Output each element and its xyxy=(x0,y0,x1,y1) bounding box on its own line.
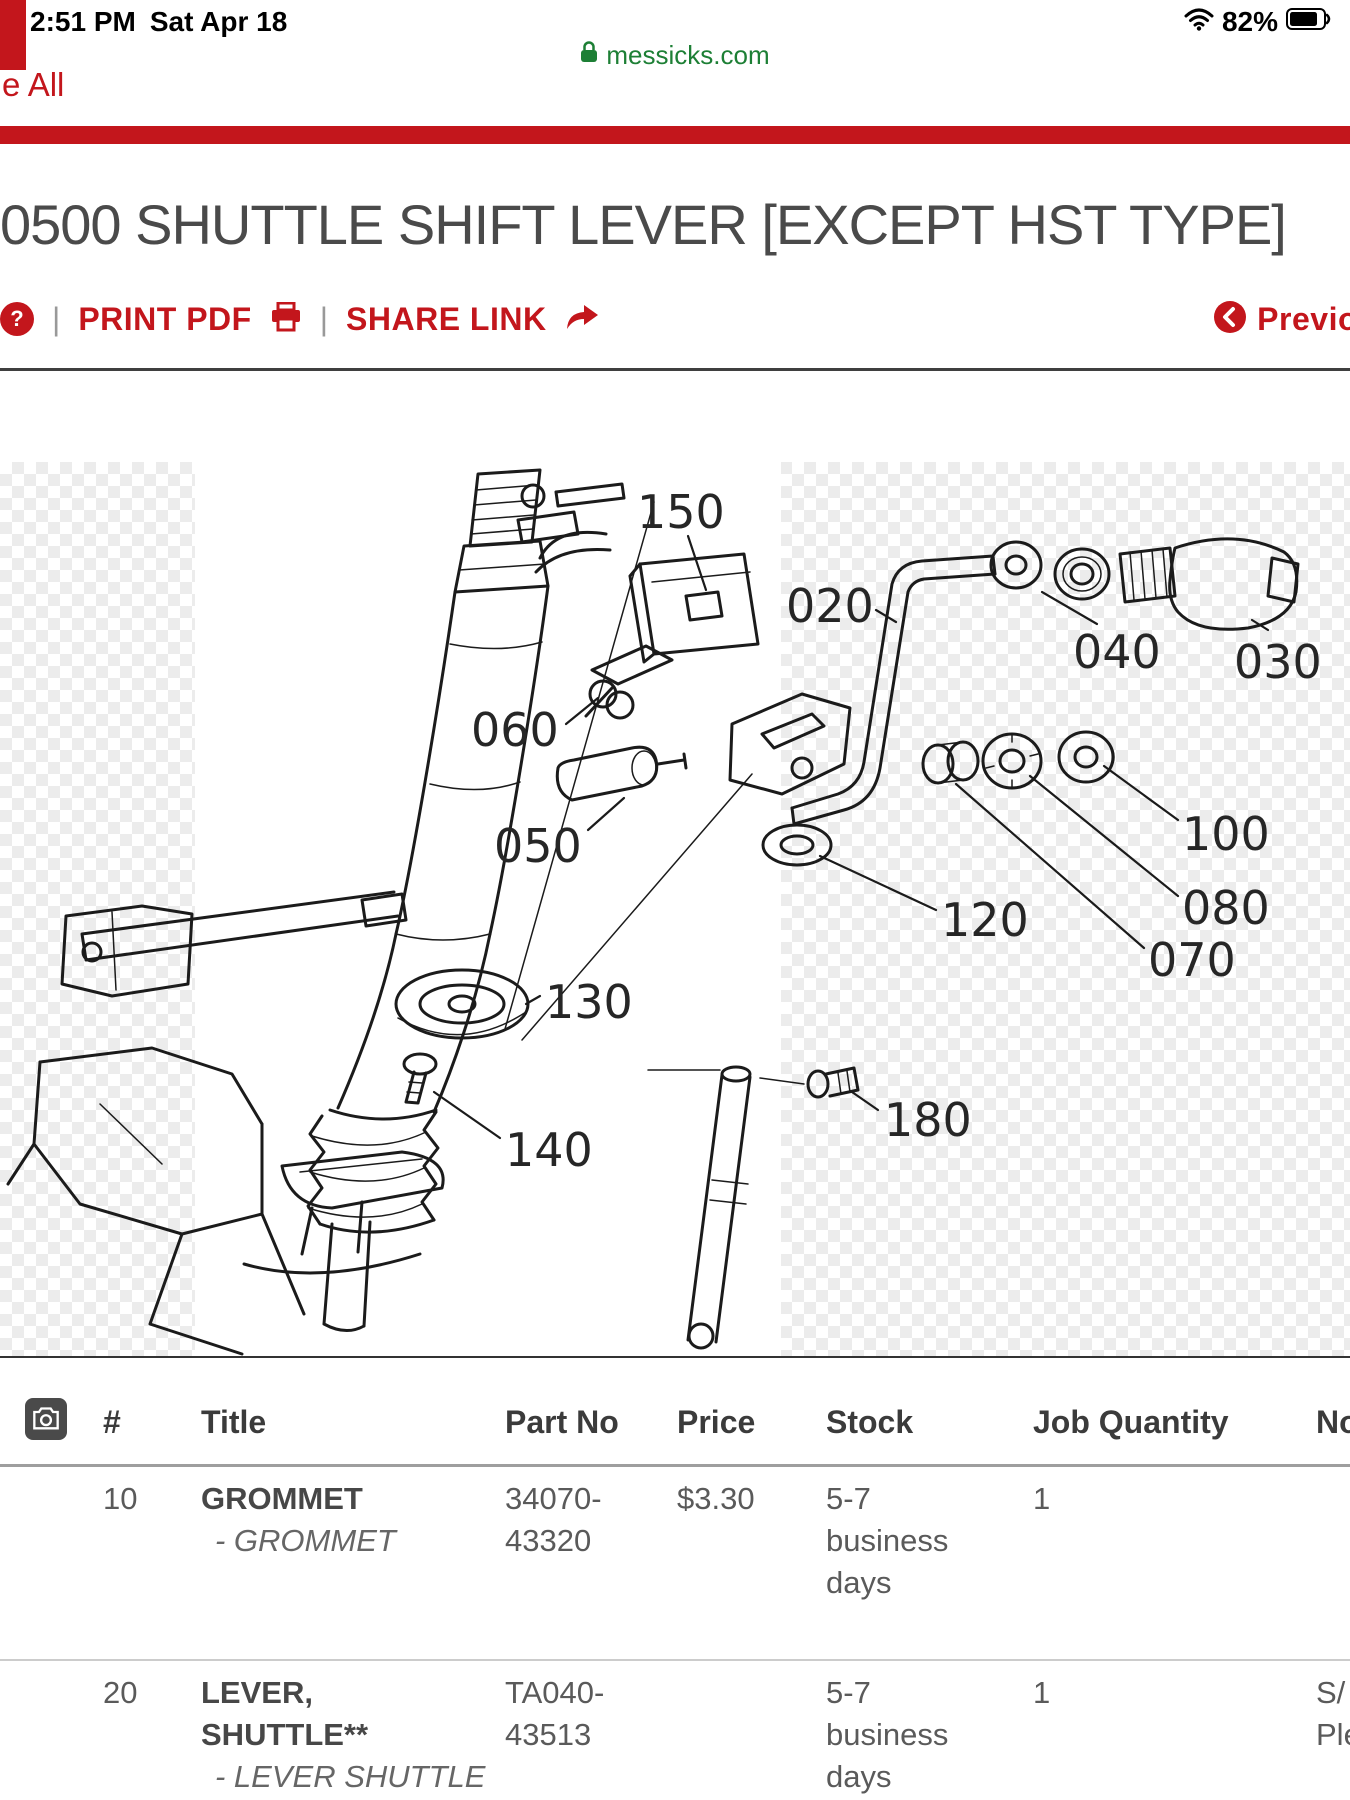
header-underline xyxy=(0,1464,1350,1467)
bolt-180 xyxy=(808,1068,858,1097)
callout-100: 100 xyxy=(1182,807,1270,861)
callout-labels: 150 020 040 030 060 050 100 080 120 070 … xyxy=(471,485,1322,1177)
callout-150: 150 xyxy=(637,485,725,539)
chassis-frame xyxy=(8,1048,443,1354)
spring-clip-060 xyxy=(586,646,672,718)
row-notes: S/ Ple xyxy=(1316,1672,1350,1756)
lever-knob-030 xyxy=(1120,539,1298,629)
previous-icon xyxy=(1213,300,1247,339)
section-divider xyxy=(0,368,1350,371)
row-stock: 5-7 business days xyxy=(826,1478,971,1604)
part-title[interactable]: LEVER, SHUTTLE** xyxy=(201,1672,386,1756)
header-price[interactable]: Price xyxy=(677,1404,755,1441)
battery-icon xyxy=(1286,6,1332,38)
part-subtitle: - GROMMET xyxy=(201,1520,396,1562)
status-date: Sat Apr 18 xyxy=(150,6,287,38)
header-stock[interactable]: Stock xyxy=(826,1404,913,1441)
previous-button[interactable]: Previo xyxy=(1213,296,1350,342)
parts-table-header: # Title Part No Price Stock Job Quantity… xyxy=(0,1396,1350,1456)
lock-icon xyxy=(580,40,598,71)
toolbar-separator: | xyxy=(52,301,60,338)
row-divider xyxy=(0,1659,1350,1661)
header-part-no[interactable]: Part No xyxy=(505,1404,619,1441)
column-boot xyxy=(308,1110,438,1232)
nut-100 xyxy=(1059,732,1114,782)
callout-040: 040 xyxy=(1073,625,1161,679)
part-subtitle: - LEVER SHUTTLE xyxy=(201,1756,485,1798)
toolbar: ? | PRINT PDF | SHARE LINK xyxy=(0,296,599,342)
row-part-no: TA040-43513 xyxy=(505,1672,625,1756)
part-title[interactable]: GROMMET xyxy=(201,1478,386,1520)
page-title: 0500 SHUTTLE SHIFT LEVER [EXCEPT HST TYP… xyxy=(0,192,1286,257)
note-line: S/ xyxy=(1316,1672,1350,1714)
row-job-quantity[interactable]: 1 xyxy=(1033,1478,1050,1520)
callout-050: 050 xyxy=(494,819,582,873)
callout-020: 020 xyxy=(786,579,874,633)
callout-070: 070 xyxy=(1148,933,1236,987)
row-title-cell: GROMMET - GROMMET xyxy=(201,1478,396,1562)
row-num: 20 xyxy=(103,1672,137,1714)
row-part-no: 34070-43320 xyxy=(505,1478,625,1562)
row-price: $3.30 xyxy=(677,1478,755,1520)
row-stock: 5-7 business days xyxy=(826,1672,971,1798)
steering-column xyxy=(338,470,548,1112)
callout-140: 140 xyxy=(505,1123,593,1177)
exploded-view-drawing: 150 020 040 030 060 050 100 080 120 070 … xyxy=(0,462,1350,1356)
toolbar-separator: | xyxy=(320,301,328,338)
row-job-quantity[interactable]: 1 xyxy=(1033,1672,1050,1714)
note-line: Ple xyxy=(1316,1714,1350,1756)
callout-030: 030 xyxy=(1234,635,1322,689)
frame-arm xyxy=(62,892,406,996)
row-num: 10 xyxy=(103,1478,137,1520)
header-title[interactable]: Title xyxy=(201,1404,266,1441)
status-time: 2:51 PM xyxy=(30,6,136,38)
washer-080 xyxy=(983,734,1041,788)
battery-percent: 82% xyxy=(1222,6,1278,38)
printer-icon[interactable] xyxy=(270,302,302,337)
url-bar[interactable]: messicks.com xyxy=(0,38,1350,72)
callout-060: 060 xyxy=(471,703,559,757)
share-link-button[interactable]: SHARE LINK xyxy=(346,301,547,338)
status-bar: 2:51 PM Sat Apr 18 82% xyxy=(0,0,1350,40)
print-pdf-button[interactable]: PRINT PDF xyxy=(78,301,251,338)
header-num[interactable]: # xyxy=(103,1404,121,1441)
previous-label: Previo xyxy=(1257,301,1350,338)
url-domain: messicks.com xyxy=(606,40,769,71)
wifi-icon xyxy=(1184,6,1214,38)
camera-icon[interactable] xyxy=(25,1398,67,1440)
nav-link-partial[interactable]: e All xyxy=(2,66,64,104)
header-job-quantity[interactable]: Job Quantity xyxy=(1033,1404,1229,1441)
oval-plate-130 xyxy=(396,970,528,1038)
parts-diagram-canvas[interactable]: 150 020 040 030 060 050 100 080 120 070 … xyxy=(0,462,1350,1356)
help-icon[interactable]: ? xyxy=(0,302,34,336)
bushing-070 xyxy=(923,742,978,783)
share-arrow-icon[interactable] xyxy=(565,303,599,336)
diagram-table-divider xyxy=(0,1356,1350,1358)
bracket-150 xyxy=(630,554,758,662)
callout-120: 120 xyxy=(941,893,1029,947)
grommet-120 xyxy=(763,825,831,865)
bolt-140 xyxy=(404,1054,436,1103)
callout-180: 180 xyxy=(884,1093,972,1147)
site-header-strip xyxy=(0,0,26,70)
washers-040 xyxy=(991,542,1109,599)
row-title-cell: LEVER, SHUTTLE** - LEVER SHUTTLE xyxy=(201,1672,485,1798)
lower-shift-rod xyxy=(688,1067,750,1348)
callout-130: 130 xyxy=(545,975,633,1029)
header-notes[interactable]: No xyxy=(1316,1404,1350,1441)
callout-080: 080 xyxy=(1182,881,1270,935)
header-divider-bar xyxy=(0,126,1350,144)
